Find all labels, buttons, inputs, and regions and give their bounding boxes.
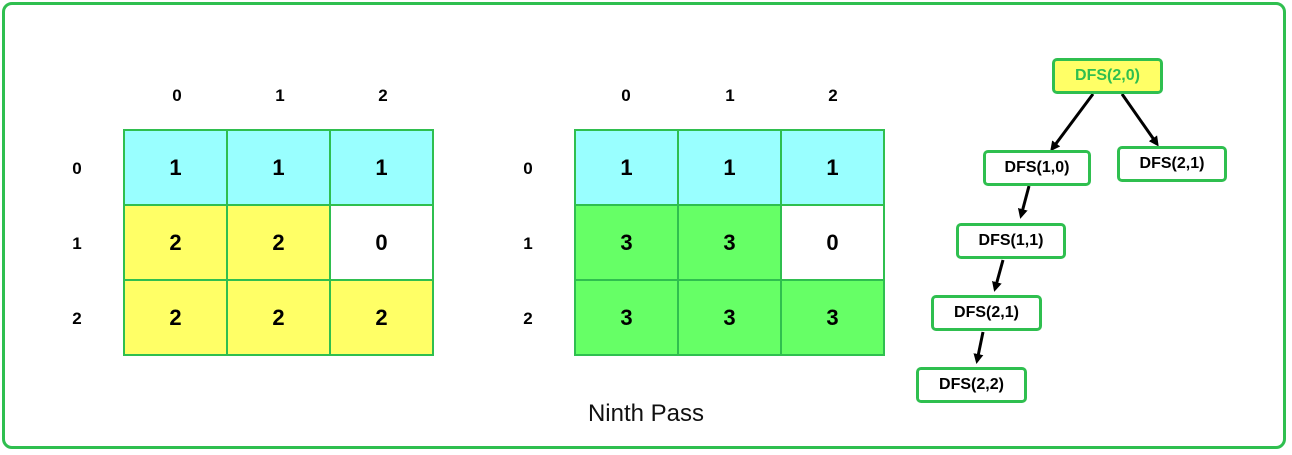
left-col-header: 1 xyxy=(275,86,285,105)
tree-edge-arrow xyxy=(1050,93,1095,152)
grid-cell: 3 xyxy=(678,205,781,280)
dfs-node: DFS(1,0) xyxy=(983,150,1091,186)
left-row-header: 2 xyxy=(72,309,82,328)
grid-cell: 1 xyxy=(124,130,227,205)
dfs-node-root: DFS(2,0) xyxy=(1052,58,1163,94)
right-col-header: 2 xyxy=(828,86,838,105)
tree-edge-arrow xyxy=(1017,185,1031,219)
right-grid: 1 1 1 3 3 0 3 3 3 xyxy=(574,129,885,356)
right-col-header: 1 xyxy=(725,86,735,105)
dfs-node: DFS(1,1) xyxy=(956,223,1066,259)
grid-cell: 3 xyxy=(781,280,884,355)
grid-cell: 2 xyxy=(124,280,227,355)
left-row-header: 0 xyxy=(72,159,82,178)
grid-cell: 1 xyxy=(227,130,330,205)
left-col-header: 0 xyxy=(172,86,182,105)
dfs-node: DFS(2,1) xyxy=(931,295,1042,331)
left-col-header: 2 xyxy=(378,86,388,105)
grid-cell: 1 xyxy=(781,130,884,205)
grid-cell: 3 xyxy=(575,280,678,355)
grid-cell: 3 xyxy=(575,205,678,280)
grid-cell: 0 xyxy=(330,205,433,280)
left-row-header: 1 xyxy=(72,234,82,253)
tree-edge-arrow xyxy=(992,259,1005,292)
dfs-node: DFS(2,1) xyxy=(1117,146,1227,182)
grid-cell: 3 xyxy=(678,280,781,355)
pass-caption: Ninth Pass xyxy=(587,400,705,427)
grid-cell: 1 xyxy=(575,130,678,205)
tree-edge-arrow xyxy=(1120,93,1159,147)
tree-edge-arrow xyxy=(973,331,985,364)
right-row-header: 0 xyxy=(523,159,533,178)
grid-cell: 1 xyxy=(678,130,781,205)
right-row-header: 2 xyxy=(523,309,533,328)
grid-cell: 2 xyxy=(227,280,330,355)
grid-cell: 0 xyxy=(781,205,884,280)
grid-cell: 2 xyxy=(227,205,330,280)
diagram-frame xyxy=(2,2,1286,449)
left-grid: 1 1 1 2 2 0 2 2 2 xyxy=(123,129,434,356)
grid-cell: 2 xyxy=(124,205,227,280)
right-col-header: 0 xyxy=(621,86,631,105)
right-row-header: 1 xyxy=(523,234,533,253)
dfs-node: DFS(2,2) xyxy=(916,367,1027,403)
grid-cell: 2 xyxy=(330,280,433,355)
grid-cell: 1 xyxy=(330,130,433,205)
